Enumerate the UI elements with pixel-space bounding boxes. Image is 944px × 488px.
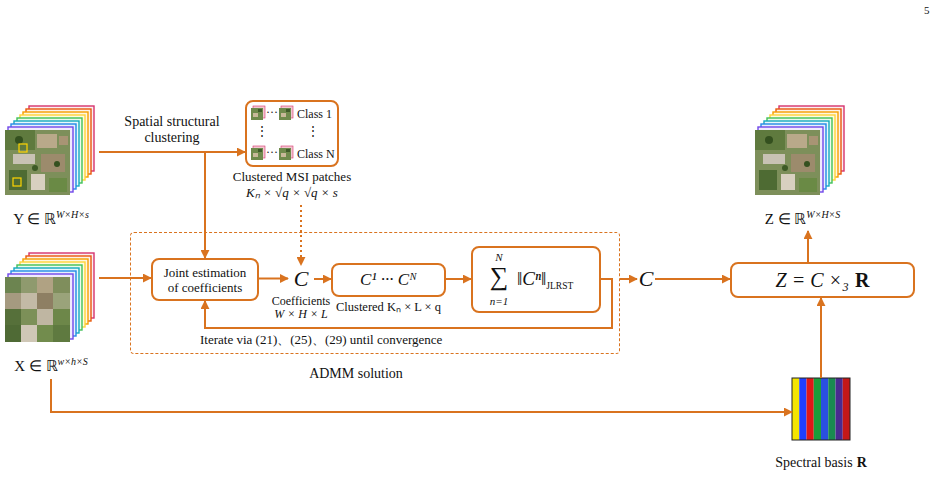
process-box: C¹ ··· CᴺClustered Kₙ × L × q: [331, 263, 446, 297]
caption-group: Clustered Kₙ × L × q: [293, 300, 484, 315]
set-symbol: Y ∈ ℝ: [13, 211, 56, 227]
flow-arrow: [51, 379, 792, 412]
coefficient-symbol: CCoefficientsW × H × L: [289, 266, 313, 292]
dimension-label: Clustered Kₙ × L × q: [293, 300, 484, 315]
caption-group: Spectral basis R: [732, 454, 910, 471]
flow-arrow: [99, 277, 151, 279]
ellipsis: ⋮: [307, 124, 319, 138]
region-title: ADMM solution: [131, 365, 581, 382]
basis-symbol: R: [855, 268, 869, 292]
dimension-label: Kₙ × √q × √q × s: [202, 185, 382, 201]
process-box: Joint estimation of coefficients: [151, 258, 259, 301]
class-label: ···: [266, 145, 278, 159]
sum-lower: n=1: [483, 295, 515, 307]
coefficient-symbol: C: [638, 266, 654, 292]
dimension-superscript: W×H×s: [56, 209, 89, 220]
edge-label: Spatial structural clustering: [110, 114, 234, 146]
ellipsis: ···: [266, 105, 278, 119]
hsi-cube: [5, 253, 94, 342]
dimension-superscript: W×H×S: [806, 209, 840, 220]
flow-arrow: [99, 152, 205, 258]
class-label: Class 1: [297, 107, 332, 121]
math-label: X ∈ ℝw×h×S: [0, 353, 127, 375]
formula: Z = C ×₃: [776, 268, 849, 292]
math-label: Y ∈ ℝW×H×s: [0, 206, 127, 228]
flow-arrow: [314, 278, 331, 280]
flow-arrow: [655, 278, 730, 280]
image-cube: Z ∈ ℝW×H×S: [755, 105, 850, 200]
sum-upper: N: [483, 251, 515, 263]
symbol: C¹ ··· Cᴺ: [360, 270, 417, 290]
cluster-box: ···Class 1⋮⋮···Class NClustered MSI patc…: [245, 100, 339, 167]
math-label: Z ∈ ℝW×H×S: [725, 206, 880, 228]
caption: Clustered MSI patches: [202, 169, 382, 185]
image-cube: Y ∈ ℝW×H×s: [5, 105, 97, 200]
sum-sign: ∑: [483, 262, 515, 292]
fused-cube: [755, 106, 844, 195]
image-cube: X ∈ ℝw×h×S: [5, 252, 97, 347]
patch-thumbnails: [251, 106, 293, 160]
basis-symbol: R: [857, 455, 867, 470]
ellipsis: ⋮: [256, 124, 268, 138]
symbol: C: [638, 266, 654, 292]
norm-box: N∑ n=1‖Cⁿ‖JLRST: [471, 246, 601, 313]
formula-box: Z = C ×₃R: [730, 262, 915, 298]
process-text: Joint estimation of coefficients: [157, 265, 253, 295]
set-symbol: X ∈ ℝ: [14, 358, 57, 374]
norm-subscript: JLRST: [546, 281, 573, 291]
flow-arrow: [259, 278, 288, 280]
msi-cube: [5, 106, 94, 195]
norm-group: ‖Cⁿ‖JLRST: [517, 267, 573, 291]
norm: ‖Cⁿ‖: [517, 268, 546, 289]
caption-group: Clustered MSI patchesKₙ × √q × √q × s: [202, 169, 382, 201]
spectral-bars: [792, 378, 850, 440]
flow-arrow: [820, 298, 822, 378]
ellipsis: Class N: [297, 147, 335, 161]
symbol: C: [289, 266, 313, 292]
flow-arrow: [807, 231, 809, 262]
dotted-arrow: [300, 205, 302, 265]
flow-arrow: [620, 278, 637, 280]
caption: Spectral basis: [775, 455, 852, 470]
spectral-basis: Spectral basisR: [792, 378, 850, 440]
flow-arrow: [446, 278, 471, 280]
edge-label: Iterate via (21)、(25)、(29) until converg…: [200, 332, 442, 347]
set-symbol: Z ∈ ℝ: [765, 211, 807, 227]
dimension-superscript: w×h×S: [58, 356, 88, 367]
page-number: 5: [924, 4, 930, 17]
